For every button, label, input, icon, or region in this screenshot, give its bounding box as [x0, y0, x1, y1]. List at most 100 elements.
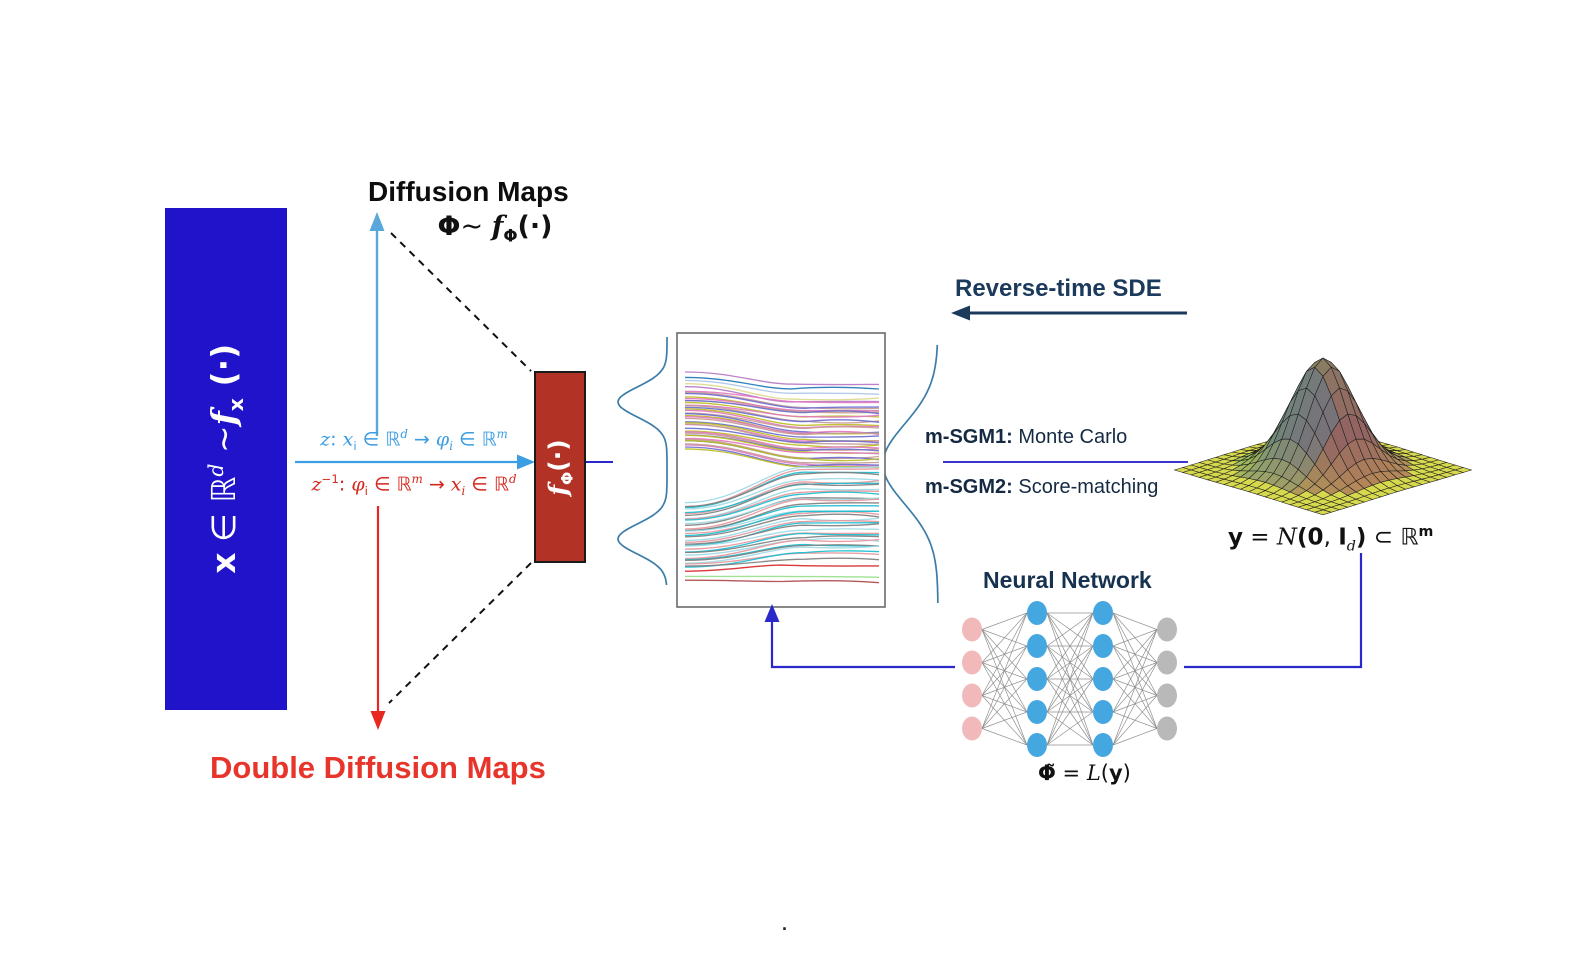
- sde-path: [684, 490, 880, 520]
- y-distribution-formula: y = N(0, Id) ⊂ ℝm: [1228, 524, 1434, 555]
- msgm1-label: m-SGM1: Monte Carlo: [925, 426, 1127, 449]
- sde-path: [684, 543, 880, 561]
- connector-left-shaft: [770, 618, 955, 669]
- nn-edge: [1046, 645, 1094, 746]
- sde-path: [684, 404, 880, 418]
- down-arrowhead-icon: [370, 711, 386, 730]
- nn-node-pink: [962, 716, 982, 741]
- nn-node-blue: [1027, 634, 1047, 658]
- nn-node-pink: [962, 650, 982, 675]
- sde-path: [684, 416, 880, 436]
- sde-path: [684, 437, 880, 455]
- sde-path: [684, 412, 880, 430]
- sde-path: [685, 575, 880, 578]
- sde-path: [684, 444, 880, 467]
- nn-edge: [1112, 728, 1158, 746]
- nn-node-gray: [1157, 617, 1177, 642]
- nn-edge: [1046, 711, 1094, 746]
- sde-path: [684, 483, 880, 517]
- phi-tilde-formula: Φ̃ = L(y): [1038, 761, 1131, 785]
- msgm2-label: m-SGM2: Score-matching: [925, 476, 1158, 499]
- sde-path: [684, 513, 880, 538]
- nn-edge: [981, 678, 1028, 729]
- sde-path: [684, 488, 880, 520]
- z-inverse-map-formula: z−1: φi ∈ ℝm → xi ∈ ℝd: [311, 472, 517, 499]
- sde-path: [684, 431, 880, 450]
- sde-path: [684, 427, 880, 444]
- nn-node-blue: [1093, 601, 1113, 625]
- nn-edge: [1046, 612, 1094, 680]
- nn-node-blue: [1093, 733, 1113, 757]
- nn-node-pink: [962, 683, 982, 708]
- nn-node-blue: [1027, 733, 1047, 757]
- sde-path: [684, 522, 880, 547]
- nn-edge: [981, 612, 1028, 663]
- sde-path: [684, 502, 880, 532]
- sde-path: [684, 409, 880, 429]
- sde-path: [684, 439, 880, 462]
- sde-path: [684, 390, 880, 404]
- sde-path: [684, 423, 880, 446]
- msgm2-tag: m-SGM2:: [925, 476, 1013, 498]
- sde-path: [684, 399, 880, 415]
- sde-path: [684, 466, 880, 504]
- nn-edge: [1046, 612, 1094, 746]
- nn-edge: [1112, 612, 1158, 630]
- sde-path: [684, 511, 880, 535]
- connector-left: [764, 604, 955, 669]
- sde-path: [684, 408, 880, 427]
- nn-edge: [1112, 695, 1158, 746]
- phi-distribution-formula: Φ∼ fΦ(·): [437, 211, 553, 246]
- nn-edge: [1046, 612, 1094, 647]
- sde-path: [684, 564, 880, 572]
- nn-edge: [1112, 629, 1158, 647]
- nn-edge: [981, 728, 1028, 746]
- sde-path: [684, 557, 880, 567]
- right_density-path: [882, 344, 939, 604]
- sde-path: [684, 545, 880, 564]
- nn-edge: [1112, 662, 1158, 746]
- diffusion-maps-title: Diffusion Maps: [368, 176, 569, 207]
- x-space-formula: x ∈ ℝd ∼fx (·): [204, 344, 248, 574]
- right-arrowhead-icon: [517, 454, 535, 470]
- nn-node-pink: [962, 617, 982, 642]
- nn-edge: [981, 645, 1028, 729]
- double-dm-down-arrow: [370, 506, 386, 730]
- nn-node-blue: [1093, 634, 1113, 658]
- neural-network-graphic: [962, 601, 1177, 757]
- diffusion-maps-up-arrow: [369, 212, 385, 436]
- nn-edge: [981, 612, 1028, 729]
- nn-node-gray: [1157, 683, 1177, 708]
- connector-up-arrowhead-icon: [764, 604, 780, 622]
- dashed-line-bottom: [388, 562, 532, 704]
- nn-edge: [981, 612, 1028, 696]
- sde-path: [684, 482, 880, 514]
- left_density-path: [617, 337, 668, 586]
- sde-path: [684, 379, 880, 395]
- msgm1-text: Monte Carlo: [1012, 426, 1128, 448]
- sde-path: [684, 491, 880, 521]
- nn-node-gray: [1157, 716, 1177, 741]
- bottom-dot-mark: .: [782, 914, 788, 934]
- sde-path: [684, 544, 880, 561]
- f-phi-rect: [534, 371, 586, 563]
- sde-path: [684, 523, 880, 545]
- f-phi-label-box: fΦ(·): [535, 372, 585, 562]
- left-density-curve: [617, 337, 668, 586]
- sde-path: [684, 371, 880, 386]
- sde-path: [684, 579, 880, 584]
- surface-face: [1313, 509, 1333, 516]
- msgm1-tag: m-SGM1:: [925, 426, 1013, 448]
- nn-edge: [1046, 612, 1094, 713]
- sde-path: [684, 391, 880, 410]
- sde-path: [684, 417, 880, 436]
- sde-path: [684, 443, 880, 464]
- sde-path: [684, 406, 880, 423]
- sde-path: [684, 517, 880, 542]
- nn-edge: [1112, 629, 1158, 746]
- neural-network-title: Neural Network: [983, 567, 1152, 593]
- reverse-sde-left-arrow: [951, 305, 1187, 321]
- nn-edge: [981, 612, 1028, 630]
